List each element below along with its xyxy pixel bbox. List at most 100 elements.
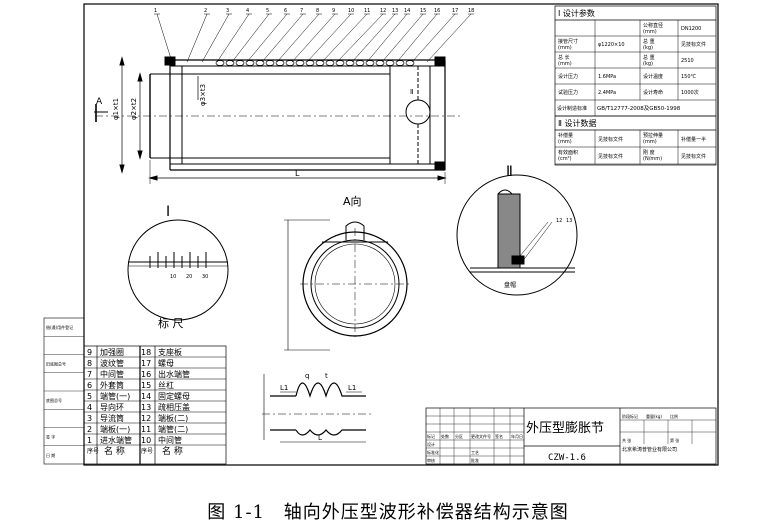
title-block-title: 外压型膨胀节 [526, 421, 604, 436]
parts-row-right-no: 12 [141, 414, 151, 423]
tech-cell: 见技标文件 [681, 41, 706, 48]
bellows-convolution [365, 60, 375, 66]
parts-row-right-no: 10 [141, 436, 151, 445]
tech-cell: 1.6MPa [598, 74, 616, 80]
tech-cell: 接管尺寸 [558, 38, 578, 45]
title-block-label: 阶段标记 [622, 413, 638, 419]
balloon-4: 4 [246, 8, 249, 14]
tech-cell: 见技标文件 [598, 153, 623, 160]
arrow-a-label: A [96, 97, 103, 107]
bellows-convolution [315, 60, 325, 66]
tech-cell: 2.4MPa [598, 90, 616, 96]
scale-mark-30: 30 [202, 274, 208, 280]
balloon-15: 15 [420, 8, 426, 14]
a-direction-view [284, 219, 410, 351]
tech-rows-2: 补偿量(mm)见技标文件预拉伸量(mm)补偿量一半有效面积(cm²)见技标文件刚… [555, 130, 716, 165]
bellows-convolution [355, 60, 365, 66]
bellows-convolution [265, 60, 275, 66]
parts-row-left-name: 端板(一) [100, 424, 130, 434]
parts-row-left-name: 导向环 [100, 402, 124, 412]
parts-row-right-no: 11 [141, 425, 151, 434]
detail-ii-balloon-13: 13 [566, 218, 572, 224]
balloon-14: 14 [404, 8, 410, 14]
parts-row-right-no: 15 [141, 381, 151, 390]
parts-header-name: 名 称 [104, 445, 125, 457]
tech-section1-title: Ⅰ 设计参数 [558, 8, 595, 18]
bellows-convolution [325, 60, 335, 66]
parts-header-seq: 序号 [87, 447, 99, 455]
tech-cell: (mm) [558, 61, 572, 67]
title-block-label: 第 张 [670, 437, 679, 443]
left-side-cell: 日 期 [46, 452, 55, 458]
title-block-company: 北京希涛普管业有限公司 [622, 446, 677, 453]
parts-row-left-no: 2 [87, 425, 92, 434]
tech-cell: 总 重 [643, 54, 655, 61]
figure-caption: 图 1-1 轴向外压型波形补偿器结构示意图 [0, 498, 776, 524]
bellows-convolution [395, 60, 405, 66]
detail-ii-view [456, 174, 578, 296]
balloon-7: 7 [300, 8, 303, 14]
dim-q: q [305, 372, 309, 380]
tech-cell: (mm) [643, 139, 657, 145]
dim-L-small: L [318, 434, 322, 442]
balloon-17: 17 [452, 8, 458, 14]
title-block [425, 407, 717, 465]
tech-cell: GB/T12777-2008及GB50-1998 [597, 105, 681, 112]
left-side-cell: 旧底图总号 [46, 361, 66, 367]
tech-cell: 设计寿命 [643, 89, 663, 96]
tech-cell: 总 长 [558, 54, 570, 61]
parts-header-name: 名 称 [162, 445, 183, 457]
parts-header-seq: 序号 [141, 447, 153, 455]
bellows-convolution [285, 60, 295, 66]
parts-row-right-name: 丝杠 [158, 380, 174, 390]
bellows-convolution [375, 60, 385, 66]
parts-row-left-no: 7 [87, 370, 92, 379]
balloon-18: 18 [468, 8, 474, 14]
title-block-label: 工艺 [471, 450, 479, 455]
tech-cell: 公称直径 [643, 22, 663, 29]
tech-cell: 补偿量一半 [681, 136, 706, 143]
bellows-convolution [235, 60, 245, 66]
title-block-label: 分区 [455, 433, 463, 439]
parts-row-left-name: 导流筒 [100, 413, 124, 423]
tech-cell: 见技标文件 [598, 136, 623, 143]
tech-cell: DN1200 [681, 26, 701, 32]
bellows-convolution [335, 60, 345, 66]
tech-cell: (mm) [558, 139, 572, 145]
dim-phi1-label: φ1×t1 [112, 98, 120, 120]
parts-row-right-no: 14 [141, 392, 151, 401]
dim-phi2-label: φ2×t2 [130, 98, 138, 120]
title-block-label: 年月日 [511, 433, 523, 439]
bellows-convolution [225, 60, 235, 66]
parts-row-left-no: 9 [87, 348, 92, 357]
left-side-cell: 借(通)用件登记 [46, 324, 73, 330]
tech-cell: 预拉伸量 [643, 132, 663, 139]
parts-row-left-no: 6 [87, 381, 92, 390]
title-block-label: 审核 [427, 457, 435, 463]
bellows-convolution [405, 60, 415, 66]
title-block-label: 签名 [495, 433, 503, 439]
bellows-section-view [262, 374, 372, 443]
tech-cell: 1000次 [681, 89, 699, 96]
tech-cell: 有效面积 [558, 149, 578, 156]
tech-cell: (kg) [643, 45, 653, 51]
detail-ii-title: Ⅱ [506, 164, 513, 180]
title-block-label: 标准化 [427, 449, 439, 455]
parts-row-left-name: 端管(一) [100, 391, 130, 401]
balloon-2: 2 [204, 8, 207, 14]
parts-row-right-name: 疏相压盖 [158, 402, 190, 412]
parts-row-right-name: 固定螺母 [158, 391, 190, 401]
balloon-10: 10 [348, 8, 354, 14]
tech-cell: 150℃ [681, 74, 697, 80]
figure-title: 轴向外压型波形补偿器结构示意图 [283, 502, 569, 523]
dim-t: t [325, 372, 328, 380]
dim-L1-left: L1 [280, 384, 288, 392]
parts-row-left-no: 8 [87, 359, 92, 368]
parts-row-left-name: 波纹管 [100, 358, 124, 368]
parts-row-right-name: 出水端管 [158, 369, 190, 379]
dim-L1-right: L1 [348, 384, 356, 392]
main-assembly-view [94, 13, 474, 184]
balloon-9: 9 [332, 8, 335, 14]
